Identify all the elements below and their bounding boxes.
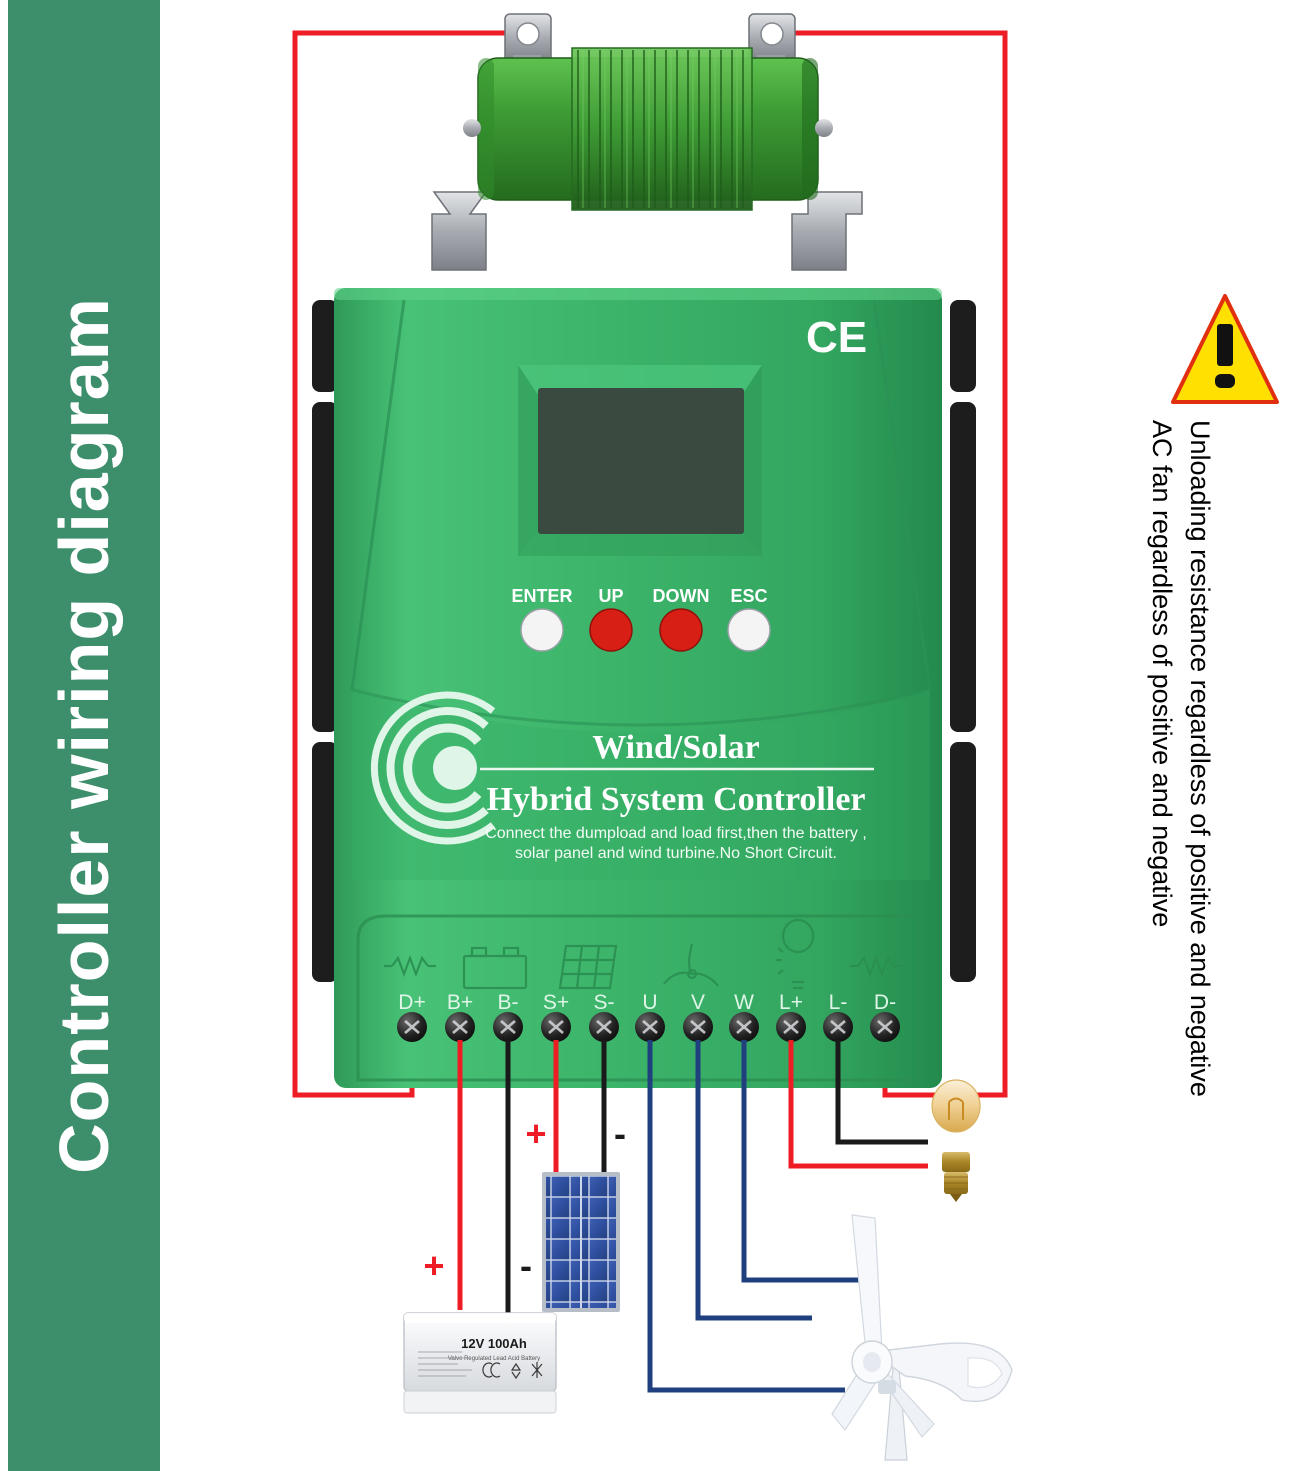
turbine-mount bbox=[878, 1380, 896, 1394]
resistor-cap-left bbox=[478, 58, 494, 200]
battery-label: 12V 100Ah bbox=[461, 1336, 527, 1351]
wire-turbine-u bbox=[647, 1040, 845, 1393]
turbine-blade-1 bbox=[851, 1214, 883, 1353]
solar-minus-mark: - bbox=[614, 1113, 626, 1154]
brand-line-1: Wind/Solar bbox=[592, 729, 760, 766]
bulb-threads bbox=[944, 1176, 968, 1190]
solar-panel bbox=[542, 1172, 620, 1312]
brand-logo-dot bbox=[433, 746, 477, 790]
lcd-bezel-right bbox=[742, 365, 762, 556]
esc-button[interactable] bbox=[727, 608, 771, 652]
button-label-down: DOWN bbox=[653, 586, 710, 606]
terminal-label-sminus: S- bbox=[594, 991, 615, 1014]
terminal-label-bminus: B- bbox=[498, 991, 519, 1014]
light-bulb-icon bbox=[776, 918, 815, 990]
enter-button[interactable] bbox=[520, 608, 564, 652]
down-button[interactable] bbox=[659, 608, 703, 652]
wind-turbine-icon bbox=[663, 943, 719, 987]
case-top-lip bbox=[334, 288, 942, 300]
wind-turbine bbox=[831, 1214, 1013, 1461]
resistor-bracket-right bbox=[791, 191, 863, 271]
polarity-marks: + - + - bbox=[423, 1113, 626, 1286]
turbine-tail-fin bbox=[967, 1357, 1003, 1389]
terminal-label-dminus: D- bbox=[874, 991, 896, 1014]
warning-triangle-icon bbox=[1171, 294, 1279, 404]
battery-icon bbox=[462, 946, 528, 990]
brand-note-2: solar panel and wind turbine.No Short Ci… bbox=[515, 845, 837, 862]
battery-plus-mark: + bbox=[423, 1245, 444, 1286]
terminal-label-splus: S+ bbox=[543, 991, 569, 1014]
brand-line-2: Hybrid System Controller bbox=[486, 781, 865, 818]
brand-logo-icon bbox=[370, 691, 496, 845]
terminal-label-lplus: L+ bbox=[779, 991, 803, 1014]
terminal-label-dplus: D+ bbox=[398, 991, 425, 1014]
terminal-label-v: V bbox=[691, 991, 705, 1014]
wire-load-negative bbox=[835, 1040, 928, 1145]
battery: 12V 100Ah Valve Regulated Lead Acid Batt… bbox=[403, 1312, 557, 1414]
resistor-icon-left bbox=[384, 954, 436, 978]
up-button[interactable] bbox=[589, 608, 633, 652]
resistor-fins bbox=[571, 47, 753, 211]
resistor-bracket-left bbox=[431, 191, 488, 271]
terminal-label-w: W bbox=[734, 991, 754, 1014]
terminal-label-bplus: B+ bbox=[447, 991, 473, 1014]
resistor-cap-right bbox=[802, 58, 818, 200]
dump-load-resistor bbox=[431, 13, 863, 271]
sidebar-banner: Controller wiring diagram bbox=[8, 0, 160, 1471]
wire-turbine-v bbox=[695, 1040, 812, 1321]
case-lower-panel bbox=[352, 690, 930, 880]
case-ridge-right bbox=[872, 299, 932, 691]
terminal-label-u: U bbox=[642, 991, 657, 1014]
battery-marks bbox=[482, 1362, 543, 1380]
battery-minus-mark: - bbox=[520, 1245, 532, 1286]
terminal-recess-outline bbox=[356, 914, 920, 1082]
ce-mark: CE bbox=[806, 313, 867, 362]
lcd-bezel-left bbox=[518, 365, 538, 556]
brand-note-1: Connect the dumpload and load first,then… bbox=[485, 825, 867, 842]
terminal-label-lminus: L- bbox=[829, 991, 848, 1014]
resistor-icon-right bbox=[850, 954, 902, 978]
button-panel: ENTER UP DOWN ESC bbox=[511, 586, 771, 652]
battery-base bbox=[403, 1390, 557, 1414]
case-ridge-arc bbox=[351, 688, 931, 727]
resistor-stud-left bbox=[463, 119, 481, 137]
resistor-tab-hole-left bbox=[516, 22, 540, 46]
button-label-enter: ENTER bbox=[511, 586, 572, 606]
wire-turbine-w bbox=[741, 1040, 862, 1283]
heatsink-right bbox=[950, 300, 976, 982]
bulb-filament bbox=[948, 1097, 964, 1120]
case-ridge-left bbox=[350, 299, 406, 691]
bulb-tip bbox=[950, 1194, 962, 1202]
solar-plus-mark: + bbox=[525, 1113, 546, 1154]
terminal-row: D+ B+ B- S+ S- U V W L+ bbox=[397, 991, 900, 1042]
resistor-tab-hole-right bbox=[760, 22, 784, 46]
bulb-glass bbox=[931, 1079, 981, 1133]
turbine-hub-center bbox=[863, 1352, 881, 1372]
solar-panel-icon bbox=[558, 944, 618, 990]
battery-fineprint bbox=[418, 1351, 472, 1377]
battery-top-edge bbox=[404, 1313, 556, 1323]
lcd-bezel-top bbox=[518, 365, 762, 395]
lcd-display bbox=[538, 388, 744, 534]
resistor-stud-right bbox=[815, 119, 833, 137]
button-label-esc: ESC bbox=[730, 586, 767, 606]
hybrid-controller: CE ENTER UP DOWN ESC Wind/Solar Hybri bbox=[312, 288, 976, 1088]
battery-sublabel: Valve Regulated Lead Acid Battery bbox=[448, 1356, 540, 1362]
wire-load-positive bbox=[788, 1040, 928, 1169]
heatsink-left bbox=[312, 300, 338, 982]
light-bulb bbox=[931, 1079, 981, 1202]
lcd-bezel-bottom bbox=[518, 530, 762, 556]
controller-case bbox=[334, 288, 942, 1088]
bulb-collar bbox=[942, 1152, 970, 1172]
button-label-up: UP bbox=[598, 586, 623, 606]
